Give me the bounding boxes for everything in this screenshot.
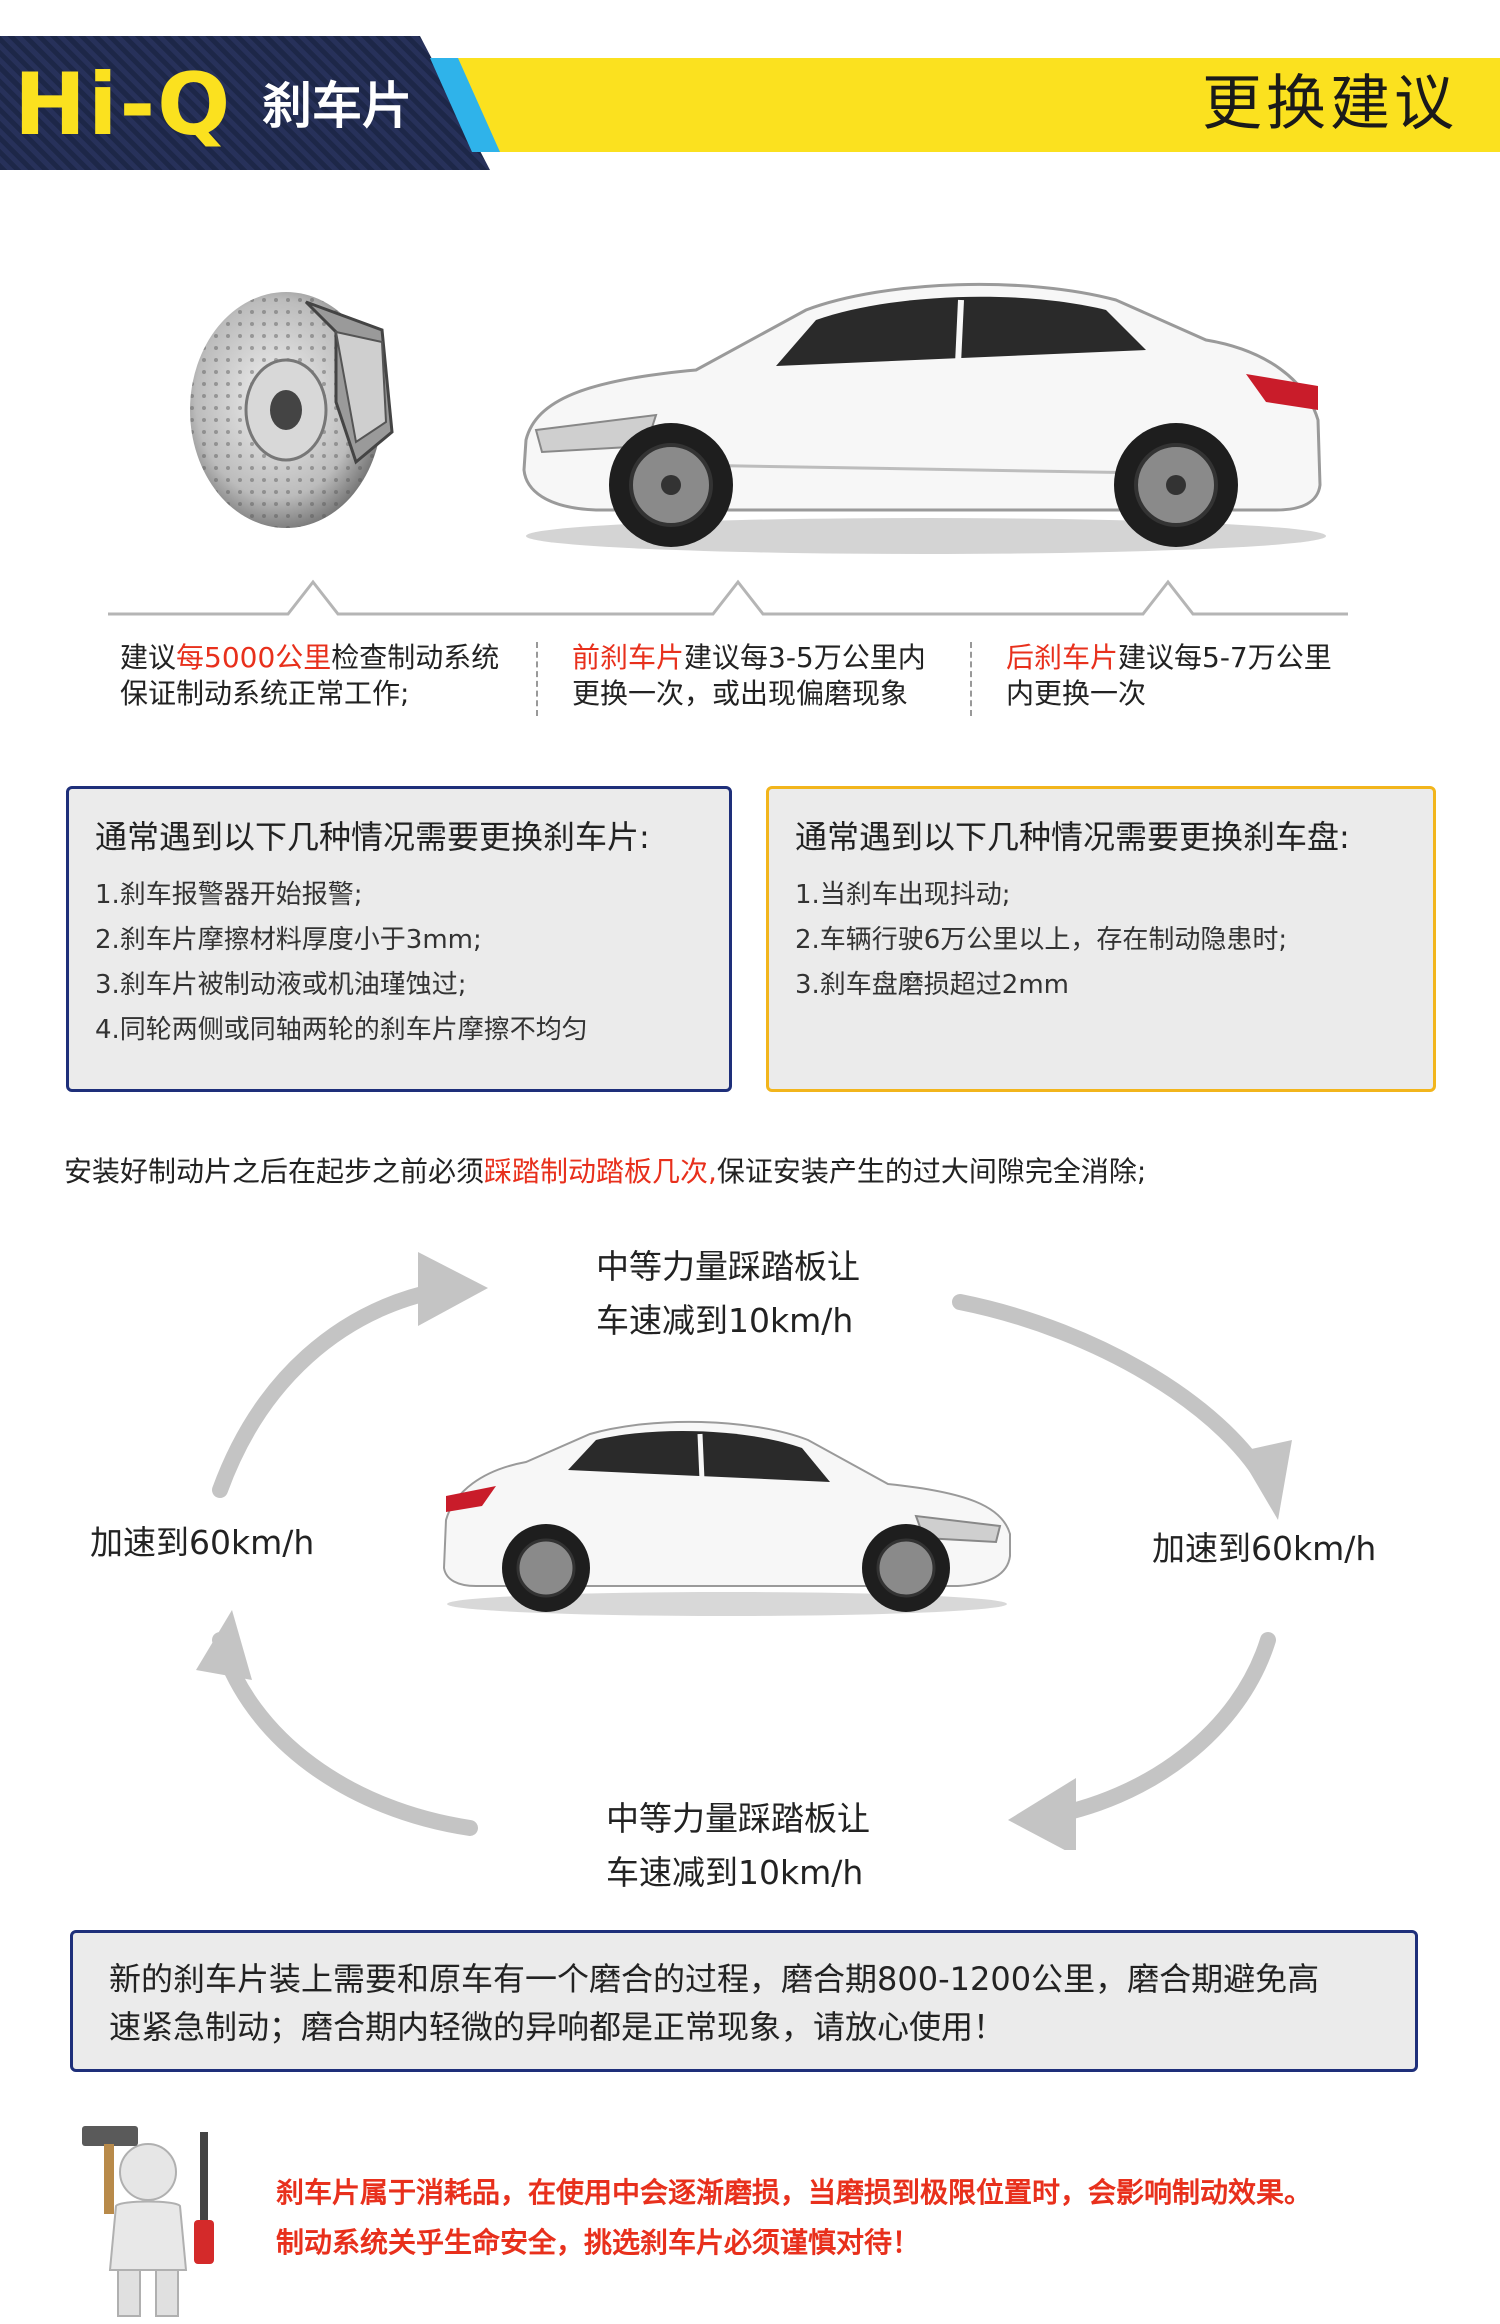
cycle-step-right: 加速到60km/h xyxy=(1152,1529,1377,1568)
install-highlight: 踩踏制动踏板几次, xyxy=(484,1155,717,1188)
safety-warning: 刹车片属于消耗品，在使用中会逐渐磨损，当磨损到极限位置时，会影响制动效果。 制动… xyxy=(276,2168,1312,2268)
notice-line: 新的刹车片装上需要和原车有一个磨合的过程，磨合期800-1200公里，磨合期避免… xyxy=(109,1960,1320,1998)
cycle-step-top: 中等力量踩踏板让 车速减到10km/h xyxy=(596,1240,860,1348)
pads-replacement-box: 通常遇到以下几种情况需要更换刹车片: 1.刹车报警器开始报警; 2.刹车片摩擦材… xyxy=(66,786,732,1092)
cycle-text: 车速减到10km/h xyxy=(596,1301,854,1340)
cycle-step-bottom: 中等力量踩踏板让 车速减到10km/h xyxy=(606,1792,870,1900)
car-cycle-image xyxy=(432,1412,1022,1622)
install-text: 保证安装产生的过大间隙完全消除; xyxy=(716,1155,1147,1188)
pads-item: 4.同轮两侧或同轴两轮的刹车片摩擦不均匀 xyxy=(95,1015,588,1045)
tip-highlight: 每5000公里 xyxy=(176,641,332,674)
tip-text: 建议每3-5万公里内 xyxy=(684,641,926,674)
cycle-text: 车速减到10km/h xyxy=(606,1853,864,1892)
pads-item: 1.刹车报警器开始报警; xyxy=(95,880,363,910)
tip-separator xyxy=(970,642,972,716)
tip-text: 保证制动系统正常工作; xyxy=(120,677,410,710)
cycle-step-left: 加速到60km/h xyxy=(90,1523,315,1562)
cycle-text: 中等力量踩踏板让 xyxy=(606,1799,870,1838)
brand-logo: Hi-Q xyxy=(14,55,233,155)
disc-item: 3.刹车盘磨损超过2mm xyxy=(795,970,1070,1000)
pads-box-title: 通常遇到以下几种情况需要更换刹车片: xyxy=(95,818,650,856)
tip-highlight: 后刹车片 xyxy=(1006,641,1119,674)
tip-text: 检查制动系统 xyxy=(331,641,500,674)
car-side-image xyxy=(506,270,1336,560)
disc-box-title: 通常遇到以下几种情况需要更换刹车盘: xyxy=(795,818,1350,856)
tip-text: 建议每5-7万公里 xyxy=(1118,641,1332,674)
disc-item: 2.车辆行驶6万公里以上，存在制动隐患时; xyxy=(795,925,1288,955)
warning-line: 制动系统关乎生命安全，挑选刹车片必须谨慎对待！ xyxy=(276,2226,921,2259)
bedding-cycle-arrows xyxy=(0,1230,1500,1856)
pads-item: 2.刹车片摩擦材料厚度小于3mm; xyxy=(95,925,482,955)
brake-disc-image xyxy=(186,282,404,534)
disc-item: 1.当刹车出现抖动; xyxy=(795,880,1011,910)
page-title: 更换建议 xyxy=(1202,69,1458,139)
warning-line: 刹车片属于消耗品，在使用中会逐渐磨损，当磨损到极限位置时，会影响制动效果。 xyxy=(276,2176,1313,2209)
timeline-divider xyxy=(108,578,1348,618)
disc-replacement-box: 通常遇到以下几种情况需要更换刹车盘: 1.当刹车出现抖动; 2.车辆行驶6万公里… xyxy=(766,786,1436,1092)
tip-text: 建议 xyxy=(120,641,177,674)
tip-text: 内更换一次 xyxy=(1006,677,1147,710)
install-text: 安装好制动片之后在起步之前必须 xyxy=(64,1155,485,1188)
logo-panel xyxy=(0,36,490,170)
tip-rear-pads: 后刹车片建议每5-7万公里 内更换一次 xyxy=(1006,640,1332,712)
brand-product: 刹车片 xyxy=(262,77,412,135)
notice-line: 速紧急制动；磨合期内轻微的异响都是正常现象，请放心使用！ xyxy=(109,2008,1006,2046)
install-instruction: 安装好制动片之后在起步之前必须踩踏制动踏板几次,保证安装产生的过大间隙完全消除; xyxy=(64,1152,1146,1192)
tools-figure-icon xyxy=(60,2120,240,2320)
cycle-text: 中等力量踩踏板让 xyxy=(596,1247,860,1286)
tip-highlight: 前刹车片 xyxy=(572,641,685,674)
break-in-notice: 新的刹车片装上需要和原车有一个磨合的过程，磨合期800-1200公里，磨合期避免… xyxy=(70,1930,1418,2072)
tip-inspection: 建议每5000公里检查制动系统 保证制动系统正常工作; xyxy=(120,640,499,712)
tip-separator xyxy=(536,642,538,716)
tip-text: 更换一次，或出现偏磨现象 xyxy=(572,677,909,710)
pads-item: 3.刹车片被制动液或机油瑾蚀过; xyxy=(95,970,467,1000)
tip-front-pads: 前刹车片建议每3-5万公里内 更换一次，或出现偏磨现象 xyxy=(572,640,926,712)
